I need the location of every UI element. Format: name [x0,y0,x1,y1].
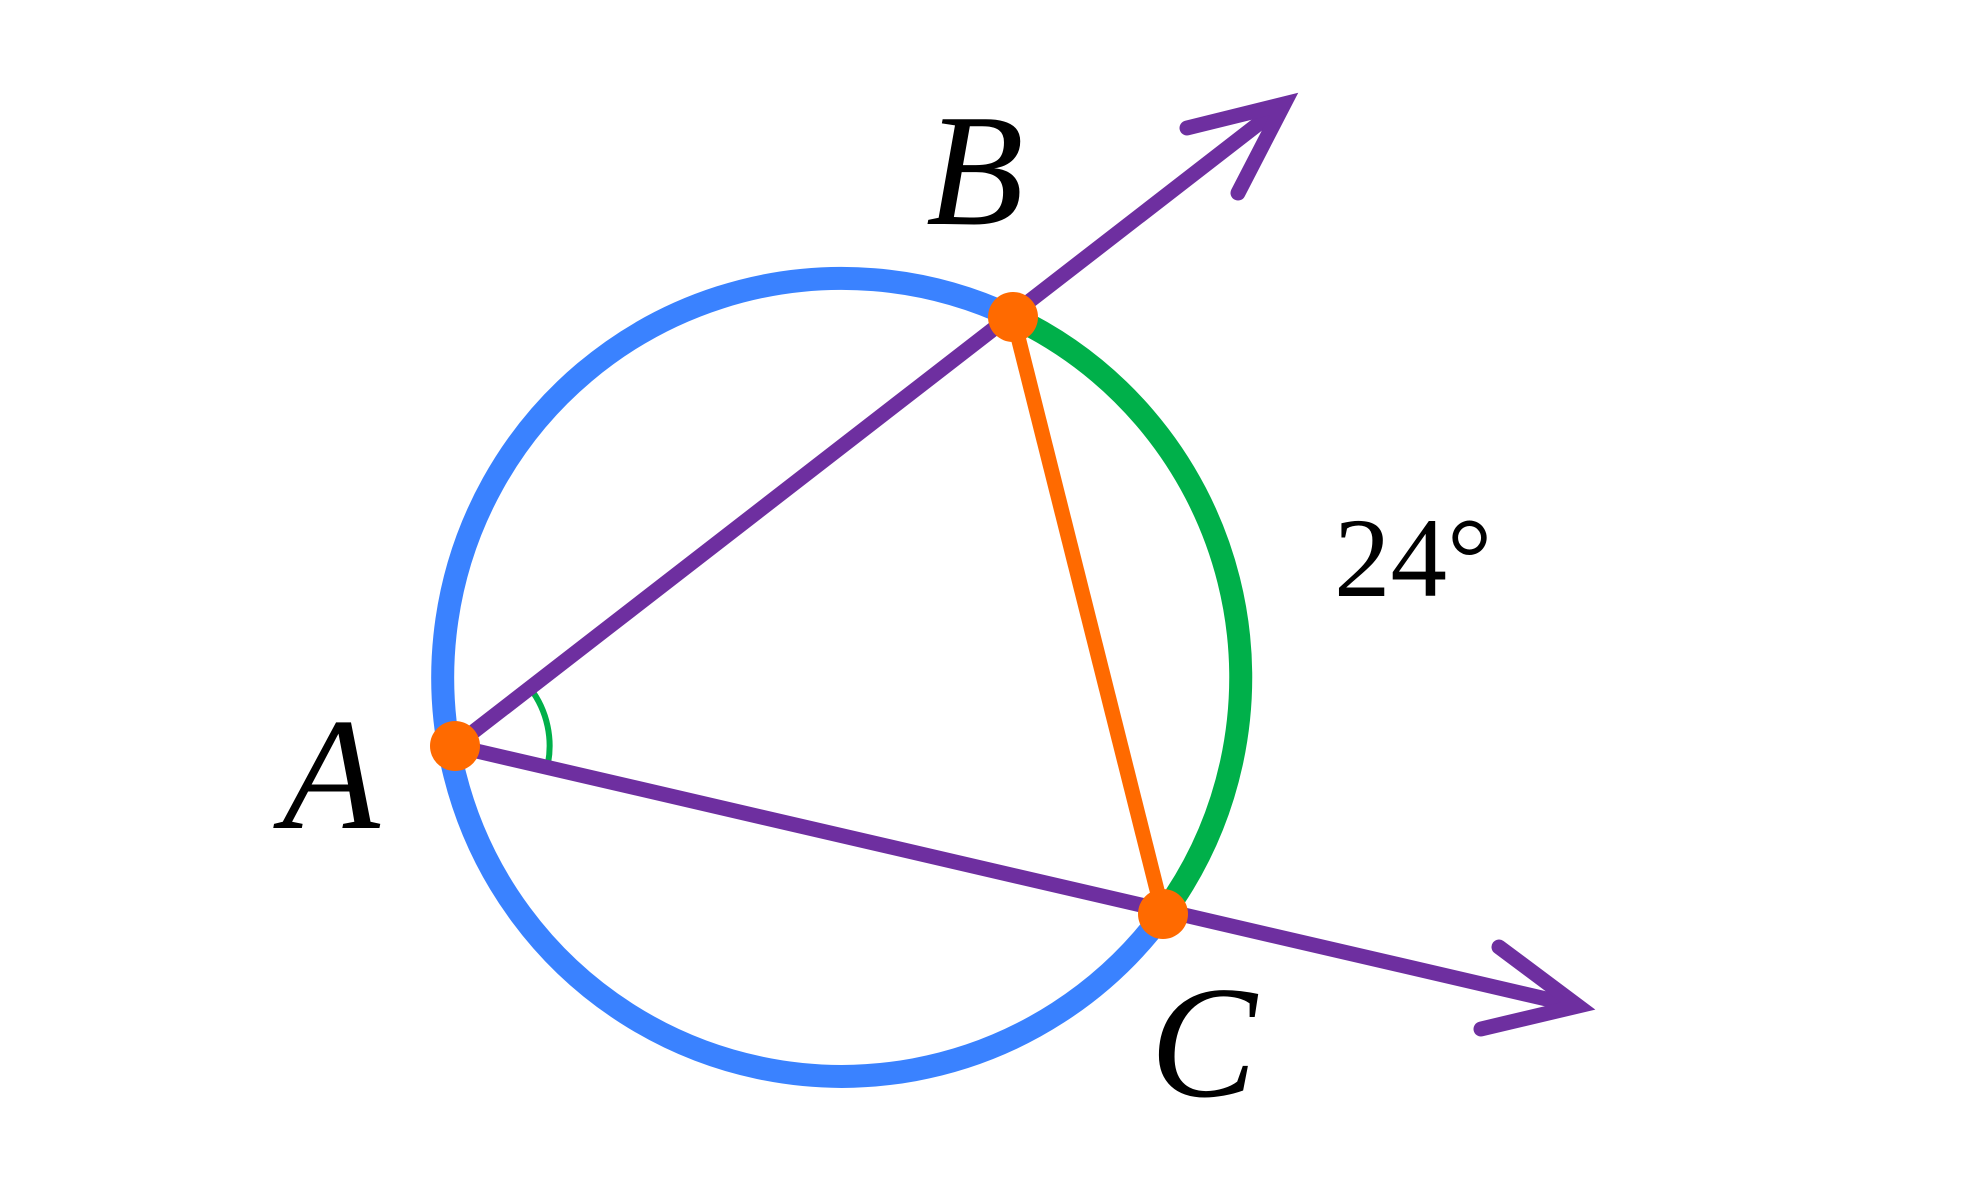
intercepted-arc-bc [1008,306,1253,921]
label-c: C [1150,953,1259,1131]
circle-major-arc [431,266,1173,1088]
angle-a-mark [527,686,553,769]
chord-bc [1005,315,1171,916]
point-c [1138,889,1188,939]
arc-measure-label: 24° [1334,496,1492,621]
point-b [988,292,1038,342]
label-a: A [273,685,381,863]
label-b: B [926,81,1024,259]
ray-ac-arrowhead [1473,939,1596,1037]
ray-ac [447,738,1576,1012]
ray-ab [447,103,1283,754]
point-a [430,721,480,771]
ray-ab-arrowhead [1179,92,1299,201]
